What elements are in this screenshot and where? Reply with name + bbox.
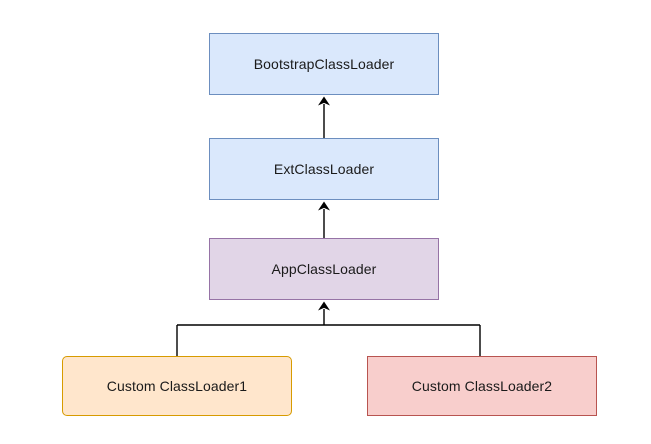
node-custom-classloader1[interactable]: Custom ClassLoader1 — [62, 356, 292, 416]
node-app-classloader-label: AppClassLoader — [271, 260, 377, 277]
node-app-classloader[interactable]: AppClassLoader — [209, 238, 439, 300]
node-ext-classloader[interactable]: ExtClassLoader — [209, 138, 439, 200]
node-custom-classloader2[interactable]: Custom ClassLoader2 — [367, 356, 597, 416]
node-ext-classloader-label: ExtClassLoader — [273, 160, 375, 177]
node-bootstrap-classloader[interactable]: BootstrapClassLoader — [209, 33, 439, 95]
node-custom-classloader2-label: Custom ClassLoader2 — [411, 377, 553, 394]
node-custom-classloader1-label: Custom ClassLoader1 — [106, 377, 248, 394]
node-bootstrap-classloader-label: BootstrapClassLoader — [253, 55, 395, 72]
